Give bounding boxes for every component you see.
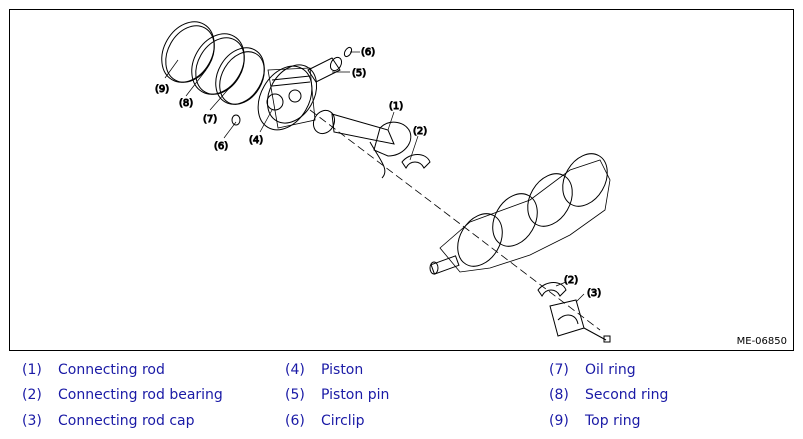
callout-4: (4) xyxy=(249,135,263,146)
rod-bearing-upper xyxy=(401,154,431,169)
circlip-lower xyxy=(231,114,241,126)
connecting-rod-cap xyxy=(549,299,611,343)
rod-bearing-lower xyxy=(537,282,567,297)
piston xyxy=(257,64,318,131)
connecting-rod xyxy=(312,109,412,179)
callout-2-lower: (2) xyxy=(564,275,578,286)
assembly-axis xyxy=(309,109,601,331)
callout-7: (7) xyxy=(203,114,217,125)
callout-8: (8) xyxy=(179,98,193,109)
exploded-diagram: (9) (8) (7) (6) (4) (5) (6) (1) (2) (2) … xyxy=(9,9,794,351)
callout-5: (5) xyxy=(352,68,366,79)
piston-pin xyxy=(307,56,343,83)
parts-legend: (1) Connecting rod (2) Connecting rod be… xyxy=(22,362,669,429)
diagram-drawing: (9) (8) (7) (6) (4) (5) (6) (1) (2) (2) … xyxy=(155,21,611,343)
callout-2-upper: (2) xyxy=(413,126,427,137)
leader-lines xyxy=(164,51,585,303)
callout-1: (1) xyxy=(389,101,403,112)
callout-9: (9) xyxy=(155,84,169,95)
callout-3: (3) xyxy=(587,288,601,299)
top-ring xyxy=(161,21,215,83)
crankshaft xyxy=(429,153,611,275)
circlip-upper xyxy=(343,46,353,58)
second-ring xyxy=(191,33,245,95)
figure-id: ME-06850 xyxy=(736,336,787,347)
callout-6-upper: (6) xyxy=(361,47,375,58)
oil-ring xyxy=(215,47,265,105)
callout-6-lower: (6) xyxy=(214,141,228,152)
